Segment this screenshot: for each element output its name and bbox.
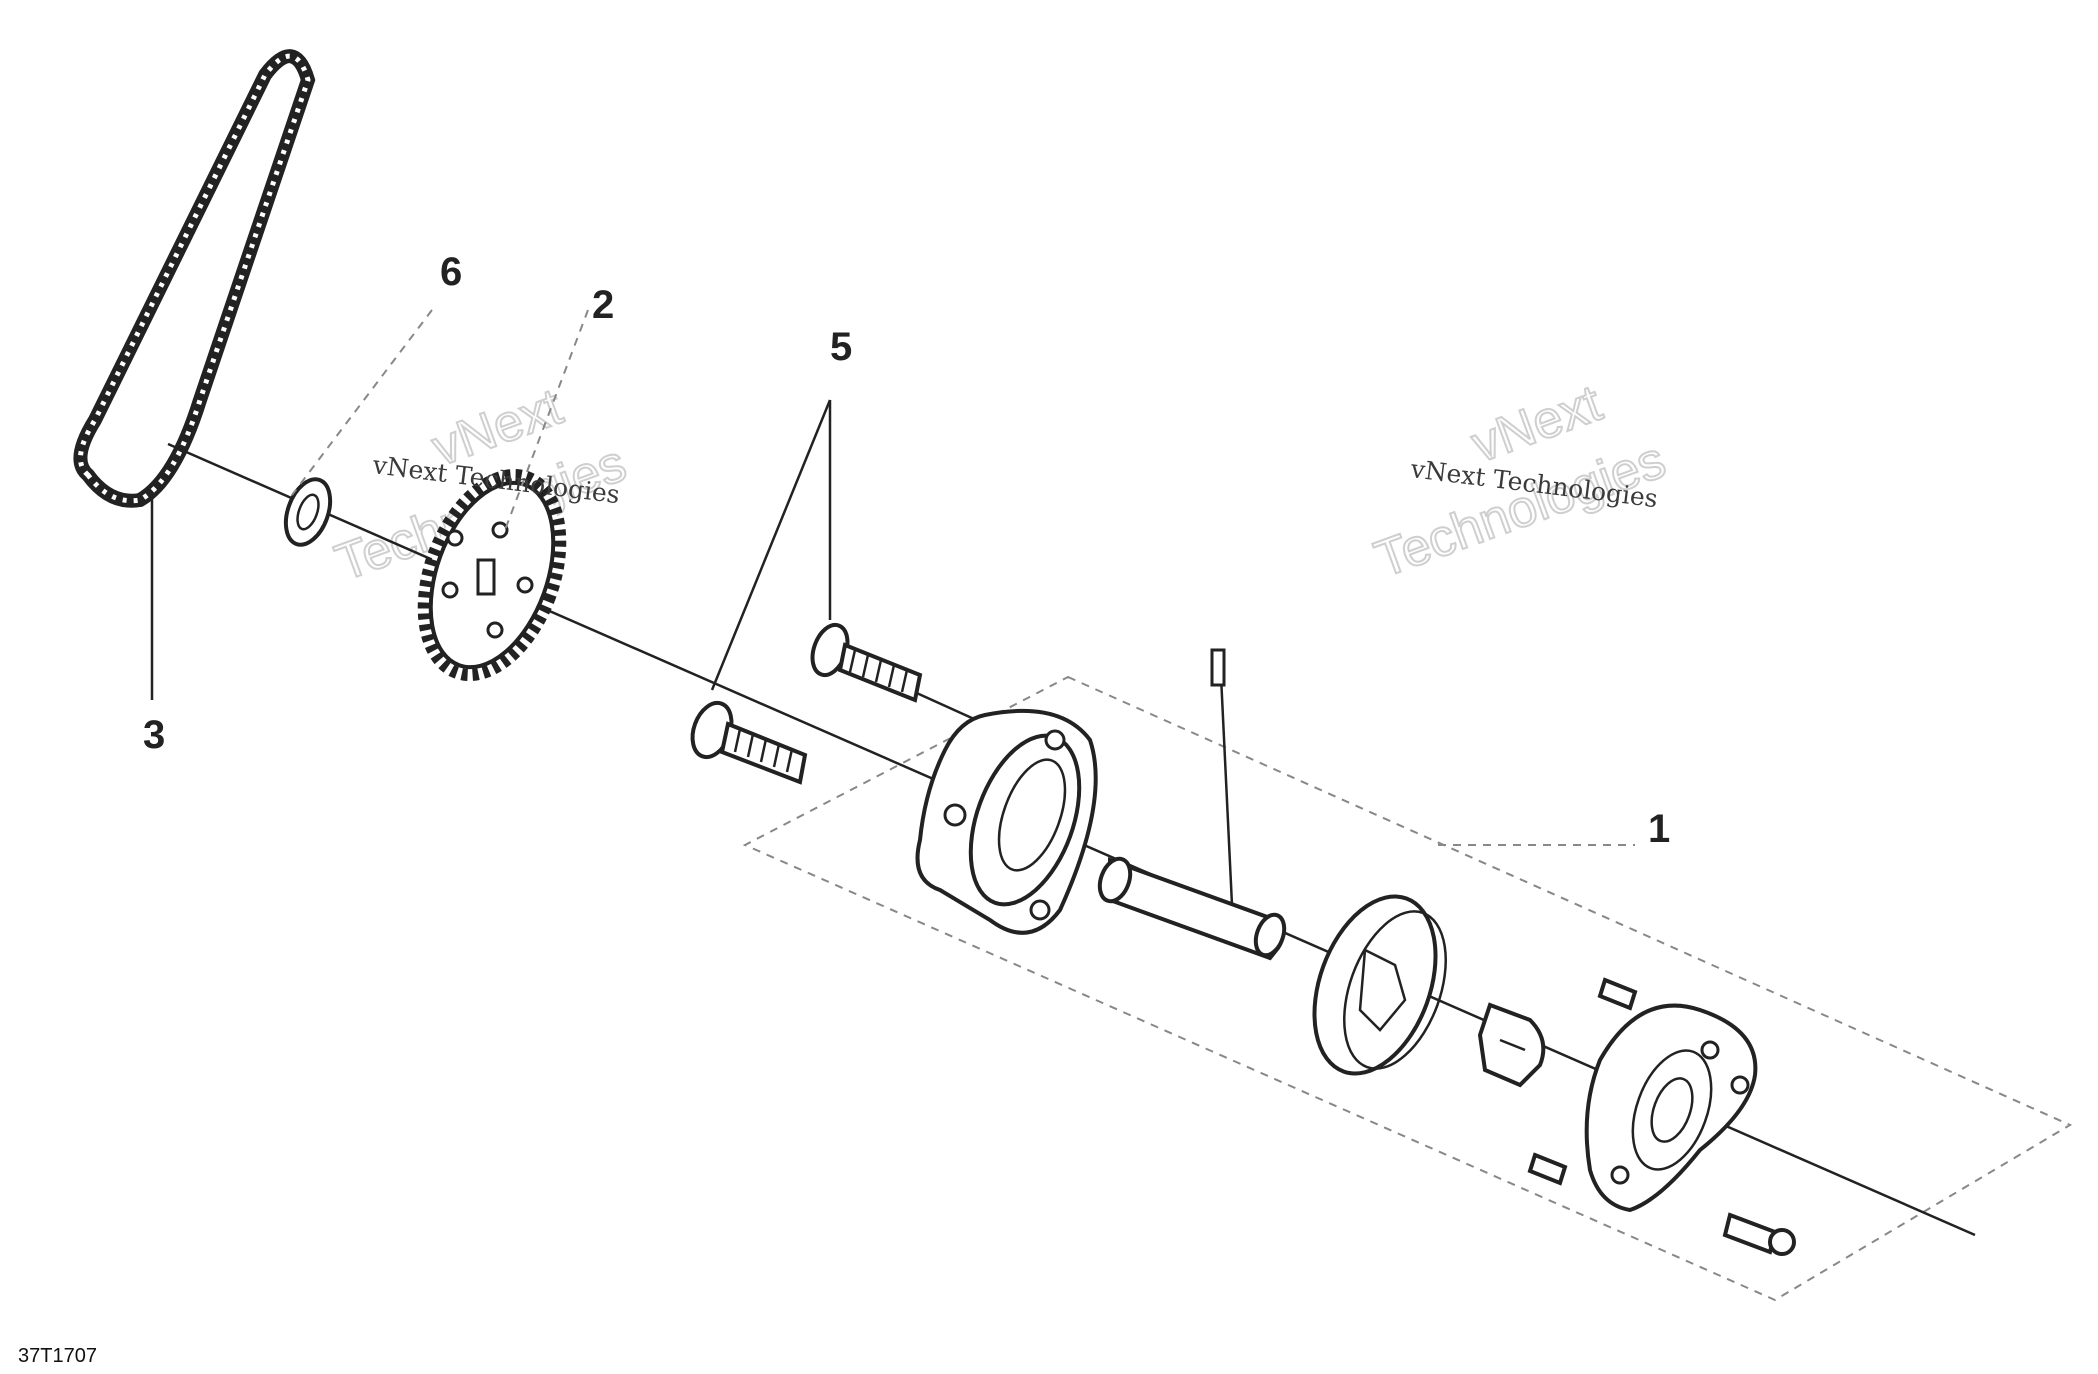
callout-3: 3 <box>143 713 165 757</box>
leader-lines <box>150 309 1635 846</box>
washer <box>283 477 333 547</box>
pump-shaft <box>1097 648 1287 961</box>
bolt-lower <box>690 700 808 785</box>
figure-code: 37T1707 <box>18 1345 97 1367</box>
callout-6: 6 <box>440 250 462 294</box>
callout-1: 1 <box>1648 807 1670 851</box>
pump-housing <box>915 708 1098 935</box>
drive-chain <box>73 49 316 508</box>
assembly-1-boundary <box>742 675 2073 1302</box>
bolt-upper <box>810 622 923 703</box>
callout-2: 2 <box>592 283 614 327</box>
sprocket <box>417 468 567 682</box>
outer-rotor <box>1312 894 1447 1076</box>
dowel-pin-upper <box>1597 977 1638 1011</box>
cover-screw <box>1722 1212 1796 1256</box>
callout-5: 5 <box>830 325 852 369</box>
inner-rotor <box>1477 1002 1546 1088</box>
pump-cover <box>1584 1003 1758 1213</box>
dowel-pin-lower <box>1527 1152 1568 1186</box>
